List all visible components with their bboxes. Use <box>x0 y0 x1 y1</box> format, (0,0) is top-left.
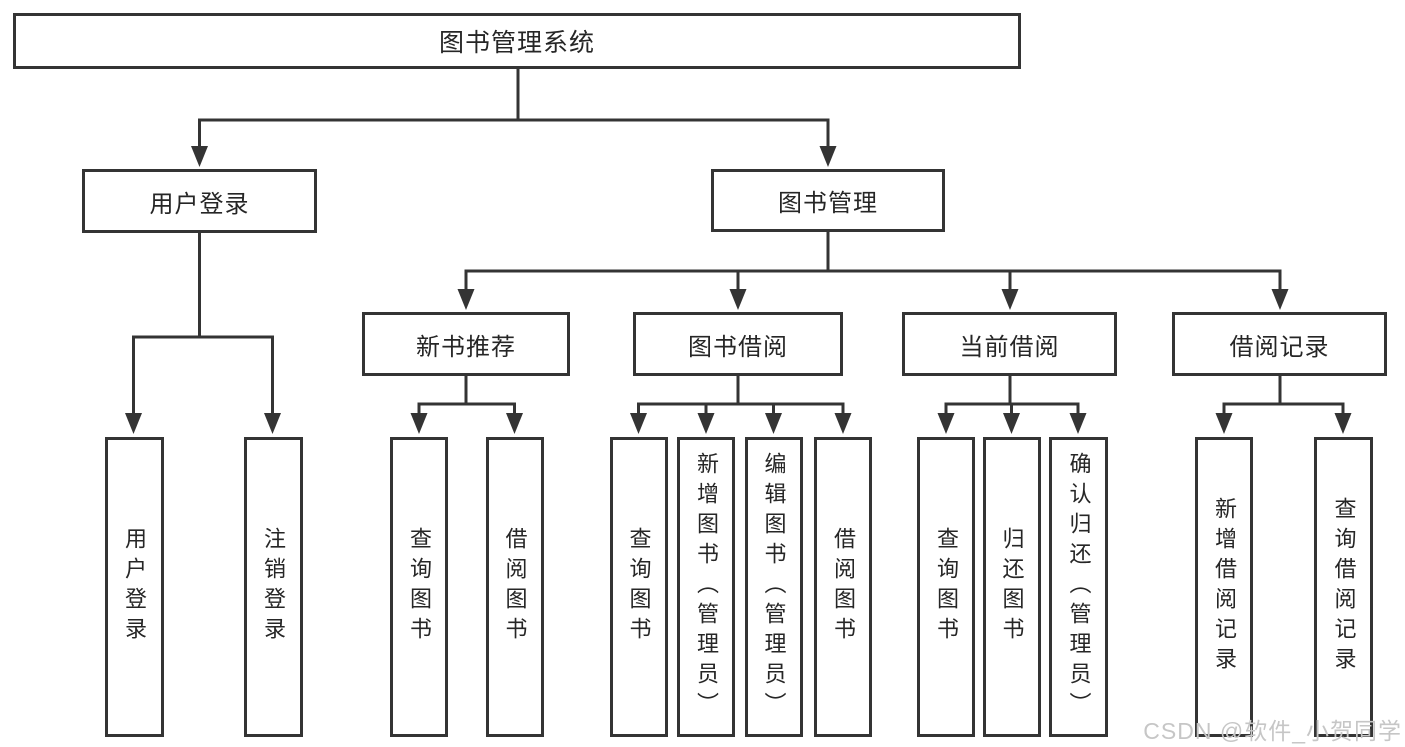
node-leaf-confirm-return-admin: 确认归还（管理员） <box>1049 437 1108 737</box>
node-user-login: 用户登录 <box>82 169 317 233</box>
leaf-label: 查询图书 <box>626 527 652 647</box>
node-borrowing-records: 借阅记录 <box>1172 312 1387 376</box>
leaf-label: 注销登录 <box>261 527 286 647</box>
node-leaf-query-books-3: 查询图书 <box>917 437 975 737</box>
leaf-label: 归还图书 <box>999 527 1025 647</box>
node-library-management-system: 图书管理系统 <box>13 13 1021 69</box>
csdn-watermark: CSDN @软件_小贺同学 <box>1143 718 1402 744</box>
node-leaf-query-books-2: 查询图书 <box>609 437 668 737</box>
connector-borrowing-records-children <box>1215 374 1352 434</box>
node-new-book-recommendation: 新书推荐 <box>362 312 570 376</box>
node-leaf-return-books: 归还图书 <box>982 437 1041 737</box>
connector-root-to-level2 <box>191 66 837 167</box>
leaf-label: 新增借阅记录 <box>1212 497 1237 677</box>
node-leaf-logout: 注销登录 <box>243 437 303 737</box>
node-leaf-user-login: 用户登录 <box>104 437 164 737</box>
connector-book-borrowing-children <box>630 374 852 434</box>
leaf-label: 查询借阅记录 <box>1331 497 1357 677</box>
node-leaf-borrow-books-1: 借阅图书 <box>485 437 544 737</box>
node-leaf-borrow-books-2: 借阅图书 <box>814 437 872 737</box>
node-leaf-add-borrow-record: 新增借阅记录 <box>1195 437 1253 737</box>
node-leaf-query-books-1: 查询图书 <box>390 437 448 737</box>
leaf-label: 查询图书 <box>934 527 959 647</box>
connector-current-borrowing-children <box>937 374 1087 434</box>
connector-new-book-recommendation-children <box>410 374 523 434</box>
leaf-label: 借阅图书 <box>502 527 528 647</box>
node-book-management: 图书管理 <box>711 169 945 232</box>
leaf-label: 确认归还（管理员） <box>1066 452 1092 722</box>
leaf-label: 查询图书 <box>407 527 432 647</box>
leaf-label: 新增图书（管理员） <box>694 452 719 722</box>
connector-book-management-to-level3 <box>457 230 1289 310</box>
node-leaf-add-books-admin: 新增图书（管理员） <box>677 437 735 737</box>
leaf-label: 借阅图书 <box>831 527 856 647</box>
leaf-label: 编辑图书（管理员） <box>761 452 787 722</box>
node-book-borrowing: 图书借阅 <box>633 312 843 376</box>
node-leaf-edit-books-admin: 编辑图书（管理员） <box>744 437 803 737</box>
node-current-borrowing: 当前借阅 <box>902 312 1117 376</box>
connector-user-login-children <box>125 231 281 434</box>
node-leaf-query-borrow-record: 查询借阅记录 <box>1314 437 1373 737</box>
leaf-label: 用户登录 <box>122 527 147 647</box>
